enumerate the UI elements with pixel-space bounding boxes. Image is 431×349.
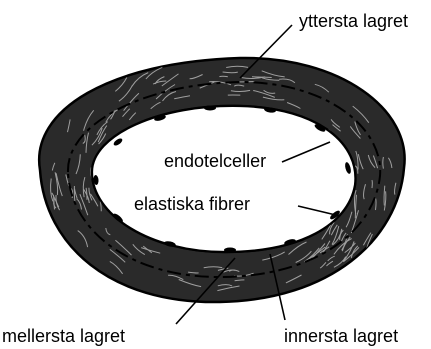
label-endothelial-cells: endotelceller (164, 151, 266, 171)
label-middle-layer: mellersta lagret (2, 326, 125, 346)
label-outer-layer: yttersta lagret (299, 11, 408, 31)
wall-fiber (376, 198, 377, 210)
label-inner-layer: innersta lagret (284, 326, 398, 346)
label-elastic-fibers: elastiska fibrer (134, 194, 250, 214)
